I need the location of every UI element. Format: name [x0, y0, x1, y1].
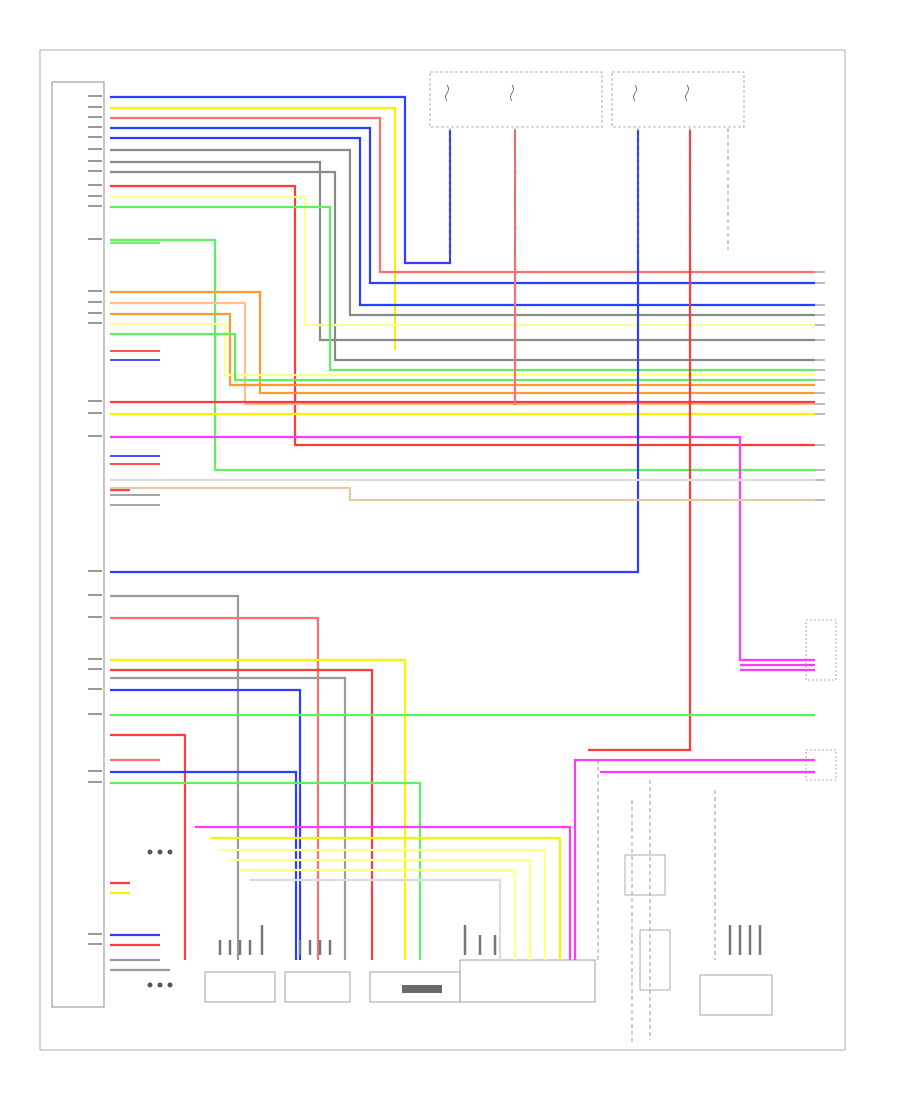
- bottom-module-d: [459, 959, 596, 1003]
- ground-icon: [147, 849, 173, 988]
- right-module-2: [805, 749, 837, 781]
- right-terminals: [815, 271, 825, 501]
- outer-border: [39, 49, 846, 1051]
- wire-group-lower: [110, 594, 815, 972]
- connector-block: [402, 985, 442, 993]
- control-unit-box: [51, 81, 105, 1008]
- switch-ties: [110, 242, 160, 506]
- connector-pins: [218, 925, 762, 955]
- switch-block-2: [639, 929, 671, 991]
- fuse-box-2: [611, 71, 745, 128]
- switch-block: [624, 854, 666, 896]
- wire-group-upper: [110, 95, 815, 752]
- bottom-module-e: [699, 974, 773, 1016]
- pin-label-marks: [88, 95, 102, 945]
- fuse-icon: [445, 84, 689, 102]
- bottom-module-a: [204, 971, 276, 1003]
- fuse-box-1: [429, 71, 603, 128]
- bottom-module-b: [284, 971, 351, 1003]
- right-module-1: [805, 619, 837, 681]
- fuse-drops: [449, 128, 729, 1045]
